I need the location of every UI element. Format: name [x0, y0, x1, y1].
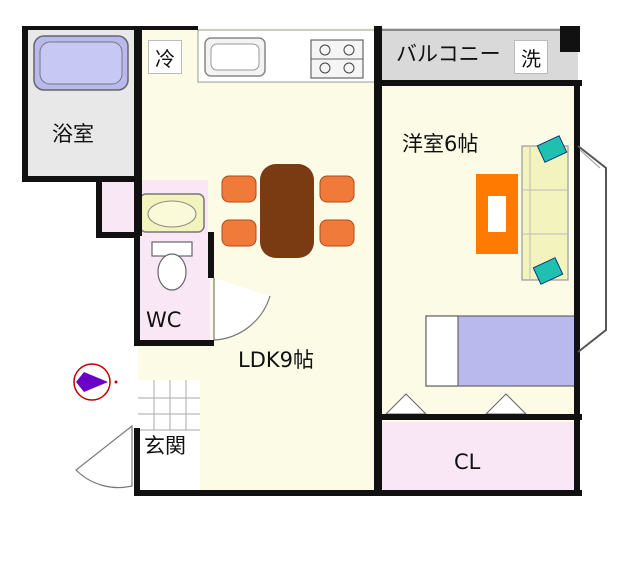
sofa [521, 145, 569, 281]
fridge-label: 冷 [148, 40, 182, 74]
entrance-label: 玄関 [144, 434, 186, 458]
bath-lower [24, 96, 138, 180]
entrance-tiles [138, 380, 200, 431]
compass-arrow [76, 372, 108, 382]
toilet-bowl [157, 253, 187, 291]
walls [22, 26, 582, 496]
balcony-label: バルコニー [396, 42, 501, 66]
closet-label: CL [454, 450, 481, 474]
chair [221, 219, 257, 247]
entry-door-swing [75, 424, 133, 489]
washer-label: 洗 [514, 40, 548, 74]
chair [319, 219, 355, 247]
western-room-label: 洋室6帖 [402, 132, 479, 156]
bed-headboard [425, 315, 459, 387]
wc-door-swing [213, 278, 271, 341]
dining-table [260, 164, 314, 258]
bath-label: 浴室 [52, 122, 94, 146]
cushion [536, 135, 568, 163]
bay-window [577, 145, 607, 353]
entrance-floor [138, 380, 200, 494]
closet-floor [380, 422, 578, 494]
cushion [532, 257, 564, 285]
wc-label: WC [146, 308, 182, 332]
chair [319, 175, 355, 203]
ldk-label: LDK9帖 [238, 348, 315, 372]
chair [221, 175, 257, 203]
